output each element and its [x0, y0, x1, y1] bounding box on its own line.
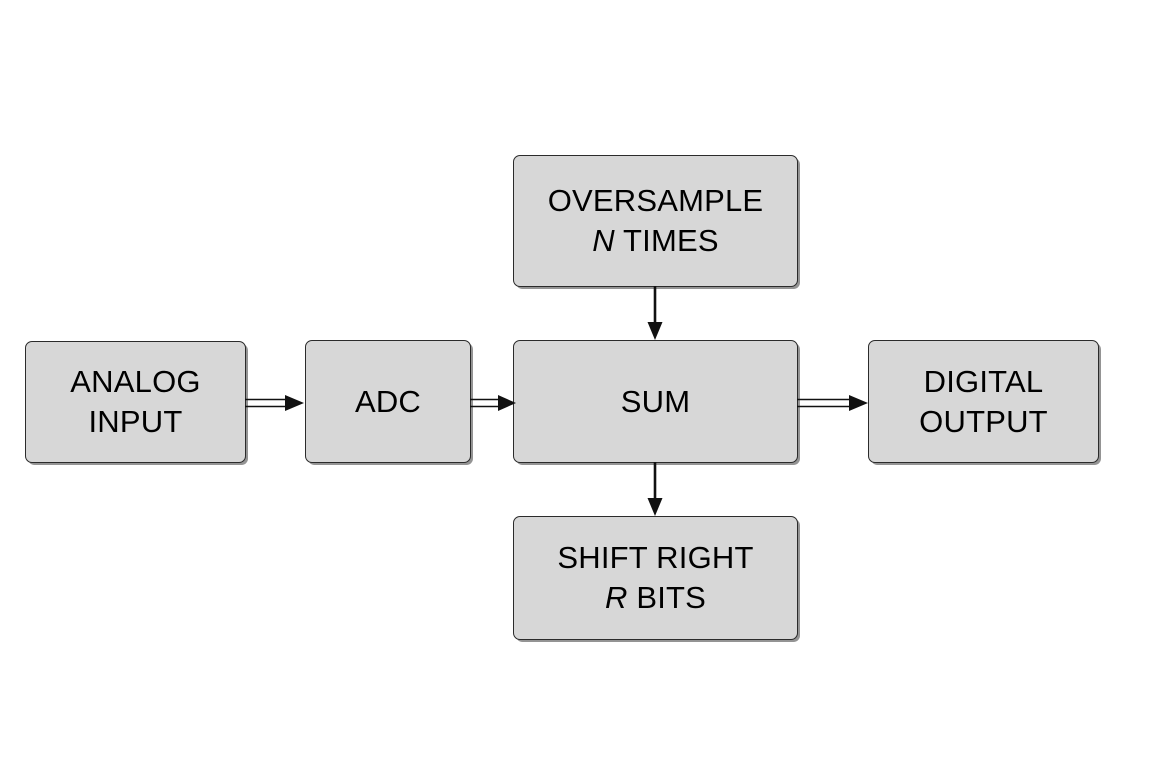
arrow-head-icon — [285, 395, 304, 411]
arrow-head-icon — [849, 395, 868, 411]
block-adc[interactable]: ADC — [305, 340, 471, 463]
variable-r: R — [604, 580, 628, 615]
arrow-shaft-icon — [245, 398, 287, 408]
arrow-adc-to-sum — [470, 388, 518, 418]
variable-n: N — [592, 223, 615, 258]
arrow-shaft-icon — [470, 398, 500, 408]
arrow-shaft-icon — [797, 398, 851, 408]
arrow-head-icon — [647, 322, 663, 340]
arrow-analog-input-to-adc — [245, 388, 307, 418]
block-sum-label: SUM — [620, 383, 691, 419]
arrow-sum-to-shift-right — [640, 462, 670, 518]
block-sum[interactable]: SUM — [513, 340, 798, 463]
block-adc-label: ADC — [354, 383, 422, 419]
arrow-sum-to-digital-output — [797, 388, 871, 418]
arrow-head-icon — [647, 498, 663, 516]
arrow-oversample-to-sum — [640, 286, 670, 342]
